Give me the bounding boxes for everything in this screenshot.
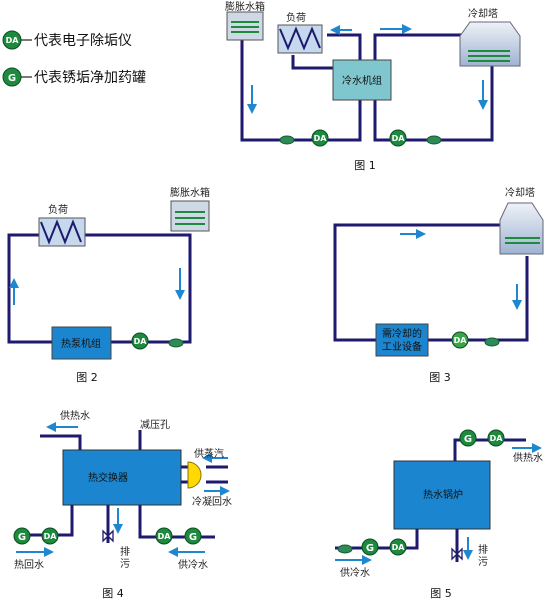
load-1-label: 负荷 — [286, 11, 306, 24]
heat-pump-unit-label: 热泵机组 — [61, 337, 101, 350]
svg-text:DA: DA — [134, 337, 148, 346]
g-dosing-tank-icon — [279, 135, 295, 145]
drain-valve-icon — [451, 547, 463, 561]
relief-hole-label: 减压孔 — [140, 419, 170, 431]
cooling-tower-3-label: 冷却塔 — [505, 186, 535, 199]
svg-text:G: G — [189, 532, 197, 543]
drain-label-1: 排 — [120, 545, 130, 558]
g-dosing-tank-icon — [484, 337, 500, 347]
da-descaler-2: DA — [131, 332, 149, 350]
chiller-unit-label: 冷水机组 — [342, 74, 382, 87]
legend: DA 代表电子除垢仪 G 代表锈垢净加药罐 — [2, 30, 146, 87]
g-dosing-tank-5b: G — [361, 538, 379, 556]
fig5-cold-supply-label: 供冷水 — [340, 566, 370, 579]
figure-2-caption: 图 2 — [76, 371, 98, 384]
heat-exchanger-label: 热交换器 — [88, 471, 128, 484]
load-2-label: 负荷 — [48, 203, 68, 216]
svg-text:DA: DA — [392, 134, 406, 143]
figure-3-caption: 图 3 — [429, 371, 451, 384]
g-icon-label: G — [8, 73, 16, 84]
load-2: 负荷 — [38, 203, 86, 247]
drain-label-2: 污 — [120, 558, 130, 570]
fig5-drain-label-2: 污 — [478, 556, 488, 568]
svg-text:DA: DA — [454, 336, 468, 345]
g-dosing-tank-5a: G — [459, 429, 477, 447]
industrial-equipment: 需冷却的 工业设备 — [375, 323, 429, 357]
load-1: 负荷 — [277, 11, 323, 54]
expansion-tank-2-label: 膨胀水箱 — [170, 186, 210, 199]
figure-3: 冷却塔 需冷却的 工业设备 DA 图 3 — [333, 186, 544, 384]
legend-g-text: 代表锈垢净加药罐 — [34, 70, 146, 86]
heat-pump-unit: 热泵机组 — [51, 326, 112, 360]
figure-5-caption: 图 5 — [430, 587, 452, 600]
legend-da-item: DA 代表电子除垢仪 — [2, 30, 132, 50]
svg-text:G: G — [18, 532, 26, 543]
chiller-unit: 冷水机组 — [332, 59, 392, 101]
condensate-return-label: 冷凝回水 — [192, 495, 232, 508]
svg-text:DA: DA — [158, 532, 172, 541]
figure-1: 膨胀水箱 负荷 冷水机组 冷却塔 DA — [225, 0, 521, 172]
da-descaler-5b: DA — [389, 538, 407, 556]
figure-1-caption: 图 1 — [354, 159, 376, 172]
cold-supply-label: 供冷水 — [178, 558, 208, 571]
svg-text:DA: DA — [44, 532, 58, 541]
hot-return-label: 热回水 — [14, 558, 44, 571]
figure-4-caption: 图 4 — [102, 587, 124, 600]
legend-da-text: 代表电子除垢仪 — [34, 33, 132, 49]
heat-exchanger: 热交换器 — [62, 449, 182, 506]
svg-text:DA: DA — [490, 434, 504, 443]
expansion-tank-1-label: 膨胀水箱 — [225, 0, 265, 13]
da-descaler-1b: DA — [389, 129, 407, 147]
hot-water-boiler: 热水锅炉 — [393, 460, 491, 530]
da-descaler-3: DA — [451, 331, 469, 349]
fig5-hot-supply-label: 供热水 — [513, 451, 543, 464]
legend-g-item: G 代表锈垢净加药罐 — [2, 67, 146, 87]
g-dosing-tank-4b: G — [184, 527, 202, 545]
steam-trap-icon — [187, 461, 202, 489]
industrial-equipment-label-2: 工业设备 — [382, 340, 422, 353]
figure-2: 负荷 膨胀水箱 热泵机组 DA 图 2 — [7, 186, 210, 384]
industrial-equipment-label-1: 需冷却的 — [382, 327, 422, 340]
g-dosing-tank-icon — [337, 544, 353, 554]
expansion-tank-2: 膨胀水箱 — [170, 186, 210, 232]
figure-5: 热水锅炉 G DA G DA 供热水 排 — [335, 429, 543, 600]
g-dosing-tank-4a: G — [13, 527, 31, 545]
da-descaler-1a: DA — [311, 129, 329, 147]
hot-supply-label: 供热水 — [60, 409, 90, 422]
g-dosing-tank-icon — [426, 135, 442, 145]
da-icon-label: DA — [6, 36, 20, 45]
g-dosing-tank-icon — [168, 338, 184, 348]
da-descaler-5a: DA — [487, 429, 505, 447]
svg-text:G: G — [464, 434, 472, 445]
cooling-tower-3: 冷却塔 — [499, 186, 544, 255]
cooling-tower-1-label: 冷却塔 — [468, 7, 498, 20]
svg-text:DA: DA — [392, 543, 406, 552]
da-descaler-4b: DA — [155, 527, 173, 545]
cooling-tower-1: 冷却塔 — [459, 7, 521, 67]
expansion-tank-1: 膨胀水箱 — [225, 0, 265, 41]
da-descaler-4a: DA — [41, 527, 59, 545]
steam-supply-label: 供蒸汽 — [194, 447, 224, 460]
svg-text:G: G — [366, 543, 374, 554]
hot-water-boiler-label: 热水锅炉 — [423, 488, 463, 501]
figure-4: 热交换器 G DA DA G — [13, 409, 232, 600]
svg-text:DA: DA — [314, 134, 328, 143]
fig5-drain-label-1: 排 — [478, 543, 488, 556]
